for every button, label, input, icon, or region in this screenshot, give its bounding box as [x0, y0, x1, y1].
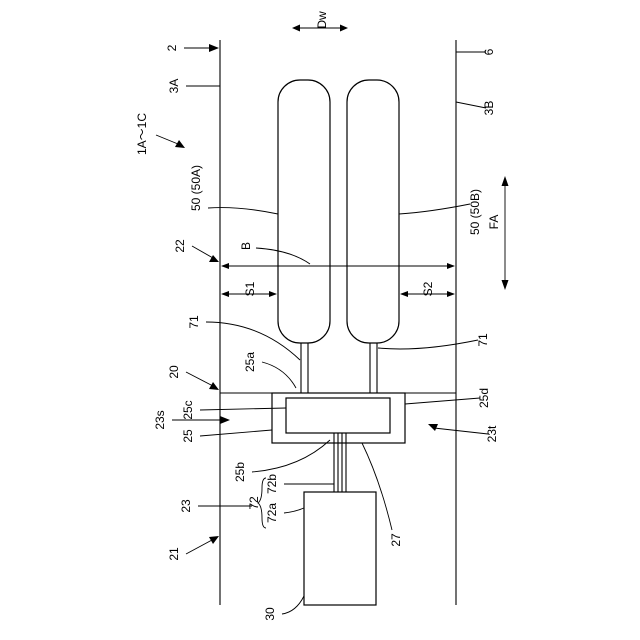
pipe-71-right — [370, 343, 377, 393]
label-23s: 23s — [153, 410, 167, 429]
box-25c-inner — [286, 398, 390, 433]
fuel-cell-50a — [278, 80, 330, 343]
label-2: 2 — [165, 44, 179, 51]
label-1a-1c: 1A～1C — [135, 113, 149, 155]
label-71-left: 71 — [187, 315, 201, 329]
label-b: B — [239, 242, 253, 250]
fa-arrow — [502, 176, 509, 290]
label-25b: 25b — [233, 462, 247, 482]
label-s2: S2 — [421, 281, 435, 296]
label-s1: S1 — [243, 281, 257, 296]
label-fa: FA — [487, 215, 501, 230]
pipe-71-left — [301, 343, 308, 393]
label-27: 27 — [389, 533, 403, 547]
unit-30 — [304, 492, 376, 605]
label-72a: 72a — [265, 503, 279, 523]
label-25a: 25a — [243, 352, 257, 372]
label-25c: 25c — [181, 400, 195, 419]
label-3a: 3A — [167, 79, 181, 94]
arrow-1a-1c — [175, 140, 185, 148]
label-30: 30 — [263, 607, 277, 621]
label-20: 20 — [167, 365, 181, 379]
label-25: 25 — [181, 429, 195, 443]
label-23: 23 — [179, 499, 193, 513]
label-71-right: 71 — [476, 333, 490, 347]
arrow-21 — [209, 536, 219, 544]
label-72b: 72b — [265, 474, 279, 494]
arrow-23s — [220, 416, 230, 424]
arrow-2 — [209, 44, 219, 52]
dimension-b — [221, 263, 455, 269]
fuel-cell-50b — [347, 80, 399, 343]
label-21: 21 — [167, 547, 181, 561]
dw-label: Dw — [315, 11, 329, 29]
label-72: 72 — [247, 496, 261, 510]
label-22: 22 — [173, 239, 187, 253]
arrow-22 — [209, 255, 219, 262]
arrow-23t — [428, 424, 438, 431]
label-50a: 50 (50A) — [189, 165, 203, 211]
arrow-20 — [209, 382, 219, 390]
label-50b: 50 (50B) — [468, 189, 482, 235]
